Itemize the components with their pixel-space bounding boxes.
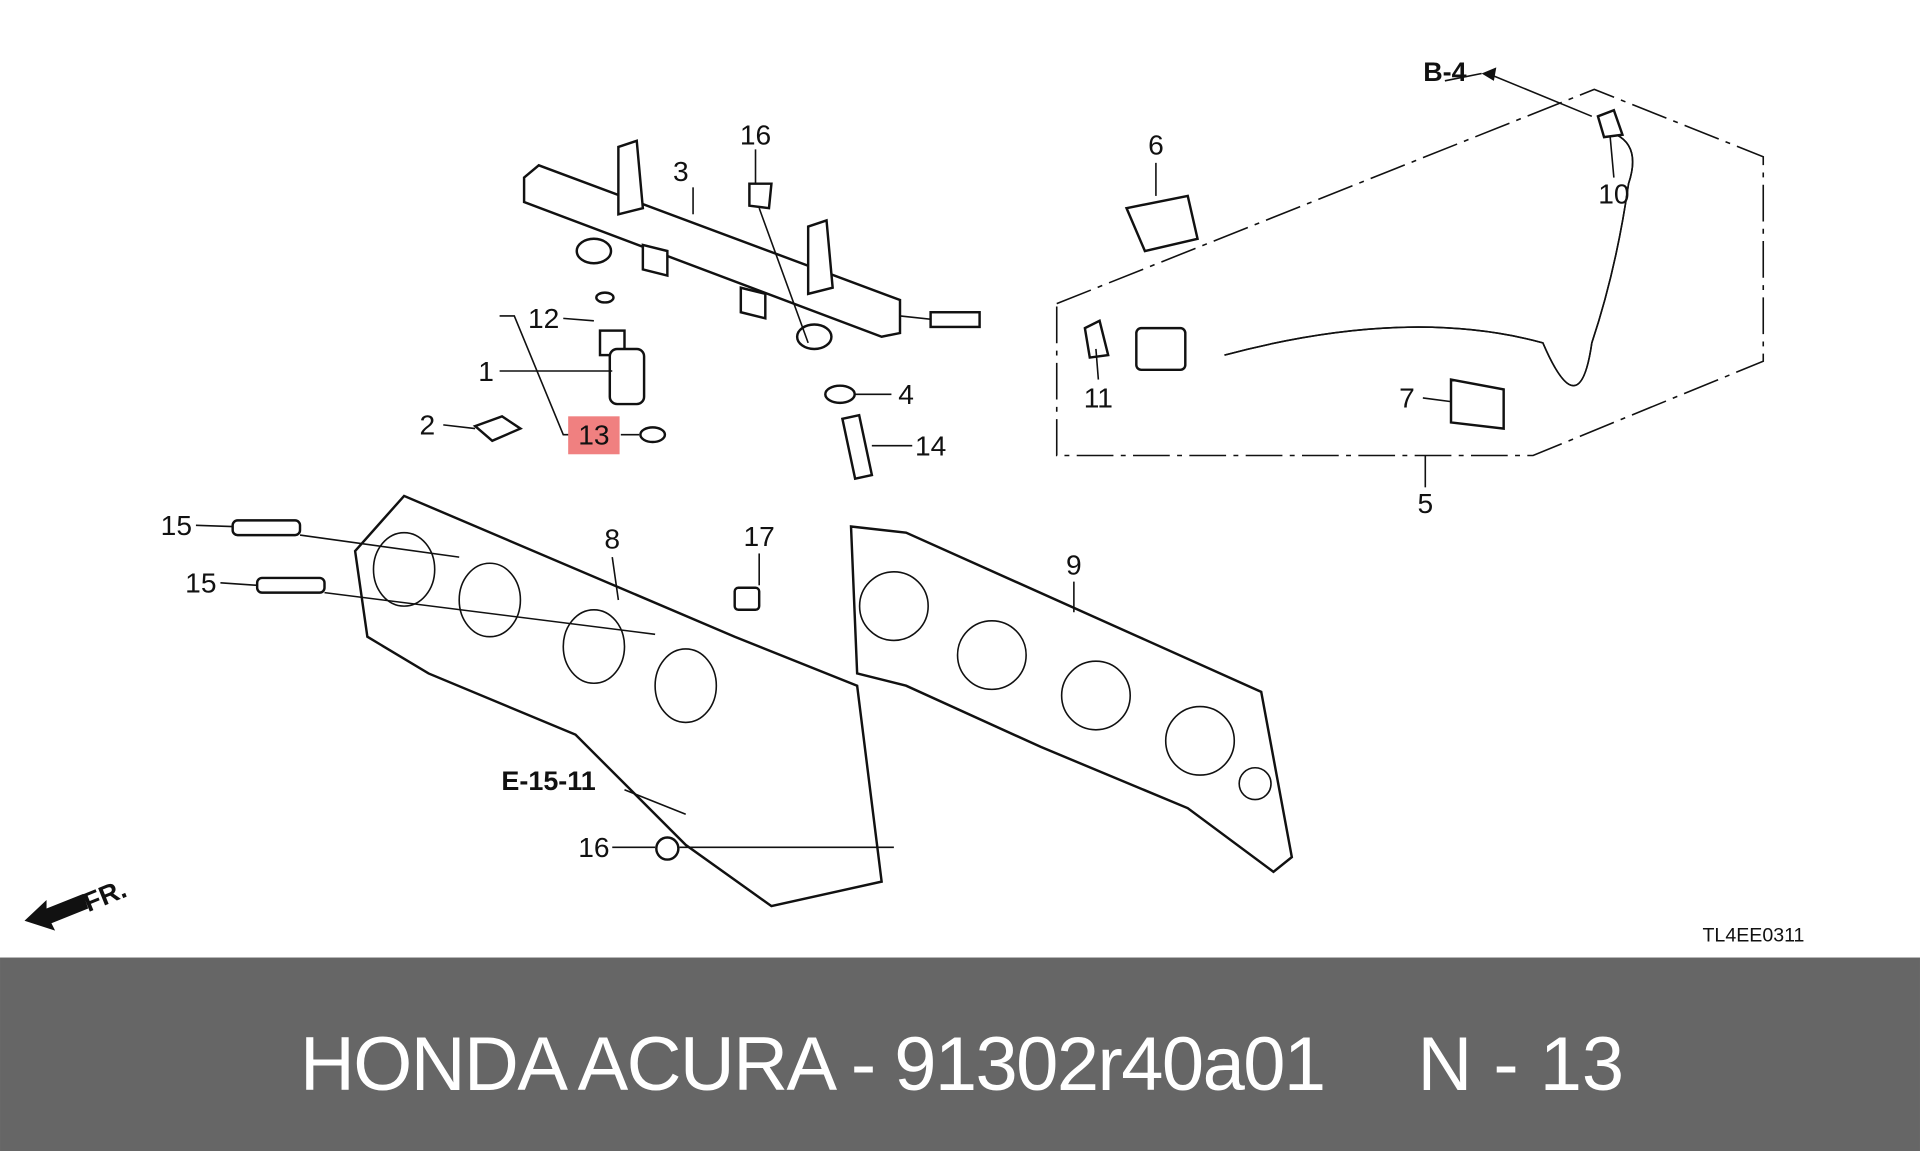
callout-1[interactable]: 1 <box>478 356 494 387</box>
callout-7[interactable]: 7 <box>1399 383 1415 414</box>
callout-15[interactable]: 15 <box>185 568 216 599</box>
callout-12[interactable]: 12 <box>528 303 559 334</box>
callout-16[interactable]: 16 <box>740 119 771 150</box>
footer-title: HONDA ACURA - 91302r40a01 <box>300 1022 1326 1107</box>
callout-4[interactable]: 4 <box>898 379 914 410</box>
front-label: FR. <box>79 874 130 918</box>
callout-5[interactable]: 5 <box>1417 488 1433 519</box>
intake-gasket <box>849 525 1294 874</box>
ref-b4[interactable]: B-4 <box>1423 57 1466 87</box>
fuel-injector <box>472 182 874 481</box>
leader-lines <box>195 67 1615 849</box>
front-arrow-icon: FR. <box>24 874 131 931</box>
footer-band <box>0 957 1920 1151</box>
callout-8[interactable]: 8 <box>604 524 620 555</box>
callout-11[interactable]: 11 <box>1084 383 1113 414</box>
callout-17[interactable]: 17 <box>744 521 775 552</box>
intake-manifold <box>231 494 883 908</box>
footer-position: N - 13 <box>1417 1022 1624 1107</box>
callout-10[interactable]: 10 <box>1598 178 1629 209</box>
callout-16[interactable]: 16 <box>578 832 609 863</box>
callout-14[interactable]: 14 <box>915 431 946 462</box>
callout-9[interactable]: 9 <box>1066 549 1082 580</box>
callout-15[interactable]: 15 <box>161 510 192 541</box>
callout-6[interactable]: 6 <box>1148 129 1164 160</box>
ref-e15-11[interactable]: E-15-11 <box>501 766 595 796</box>
callout-2[interactable]: 2 <box>420 410 436 441</box>
fuel-hose-assembly <box>1055 88 1765 457</box>
callout-3[interactable]: 3 <box>673 156 689 187</box>
diagram-code: TL4EE0311 <box>1702 925 1804 947</box>
fuel-rail <box>522 139 981 351</box>
callout-13-highlight <box>568 416 620 455</box>
callout-13[interactable]: 13 <box>578 419 609 450</box>
